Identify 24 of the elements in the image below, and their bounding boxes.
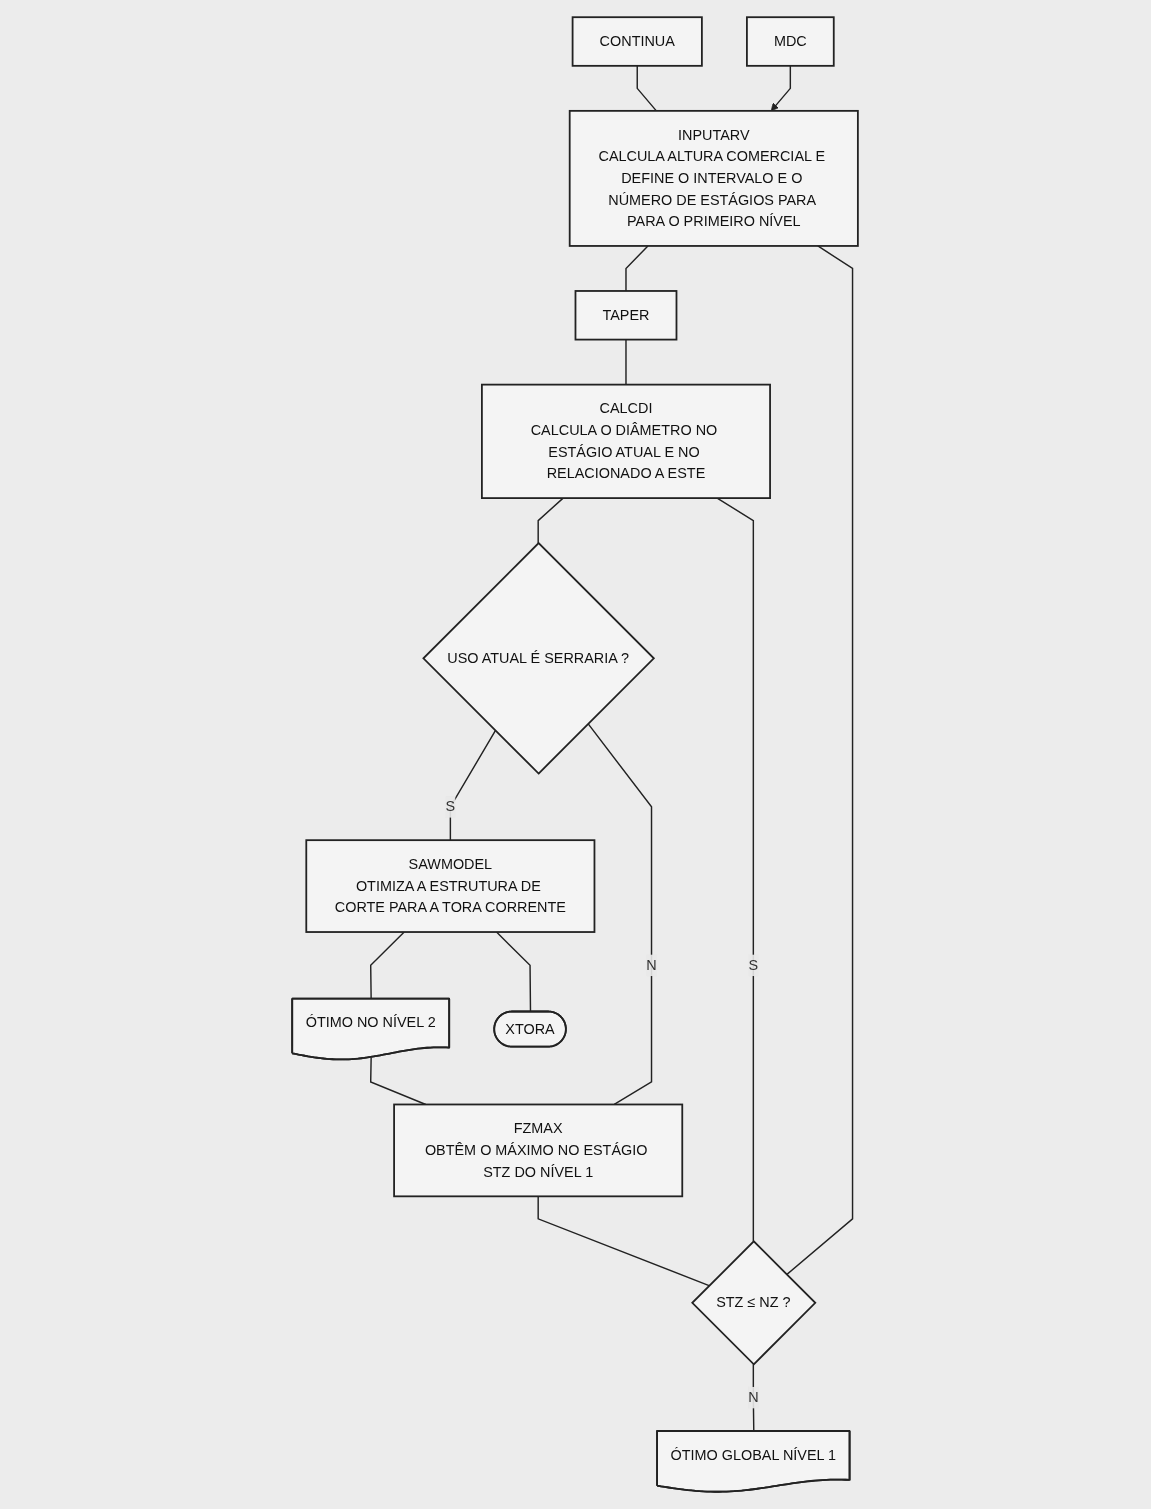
connector: [370, 1056, 427, 1106]
arrow: [771, 65, 792, 112]
connector: [625, 338, 628, 386]
connector: [786, 245, 854, 1276]
node-box: CONTINUA: [572, 16, 704, 67]
edge-label: S: [446, 798, 456, 815]
connector: [537, 497, 565, 544]
node-box: SAWMODEL OTIMIZA A ESTRUTURA DE CORTE PARA A TORA CORRENTE: [305, 839, 596, 933]
connector: [625, 245, 650, 292]
edge-label: S: [748, 957, 759, 973]
connector: [716, 497, 755, 1243]
edge-label: N: [748, 1389, 759, 1405]
connector: [496, 931, 532, 1013]
node-box: INPUTARV CALCULA ALTURA COMERCIAL E DEFINE O INTERVALO E O NÚMERO DE ESTÁGIOS PARA PARA O PRIMEIRO NÍVEL: [569, 109, 860, 247]
connector: [636, 65, 658, 112]
node-box: MDC: [746, 16, 836, 67]
node-diamond: STZ ≤ NZ ?: [691, 1240, 817, 1366]
node-box: FZMAX OBTÊM O MÁXIMO NO ESTÁGIO STZ DO NÍVEL 1: [393, 1103, 684, 1198]
connector: [587, 722, 653, 1106]
node-box: TAPER: [575, 290, 678, 341]
connector: [450, 730, 497, 841]
edge-label: N: [646, 957, 658, 973]
node-diamond: USO ATUAL É SERRARIA ?: [422, 541, 656, 775]
node-box: CALCDI CALCULA O DIÂMETRO NO ESTÁGIO ATUAL E NO RELACIONADO A ESTE: [481, 383, 772, 499]
